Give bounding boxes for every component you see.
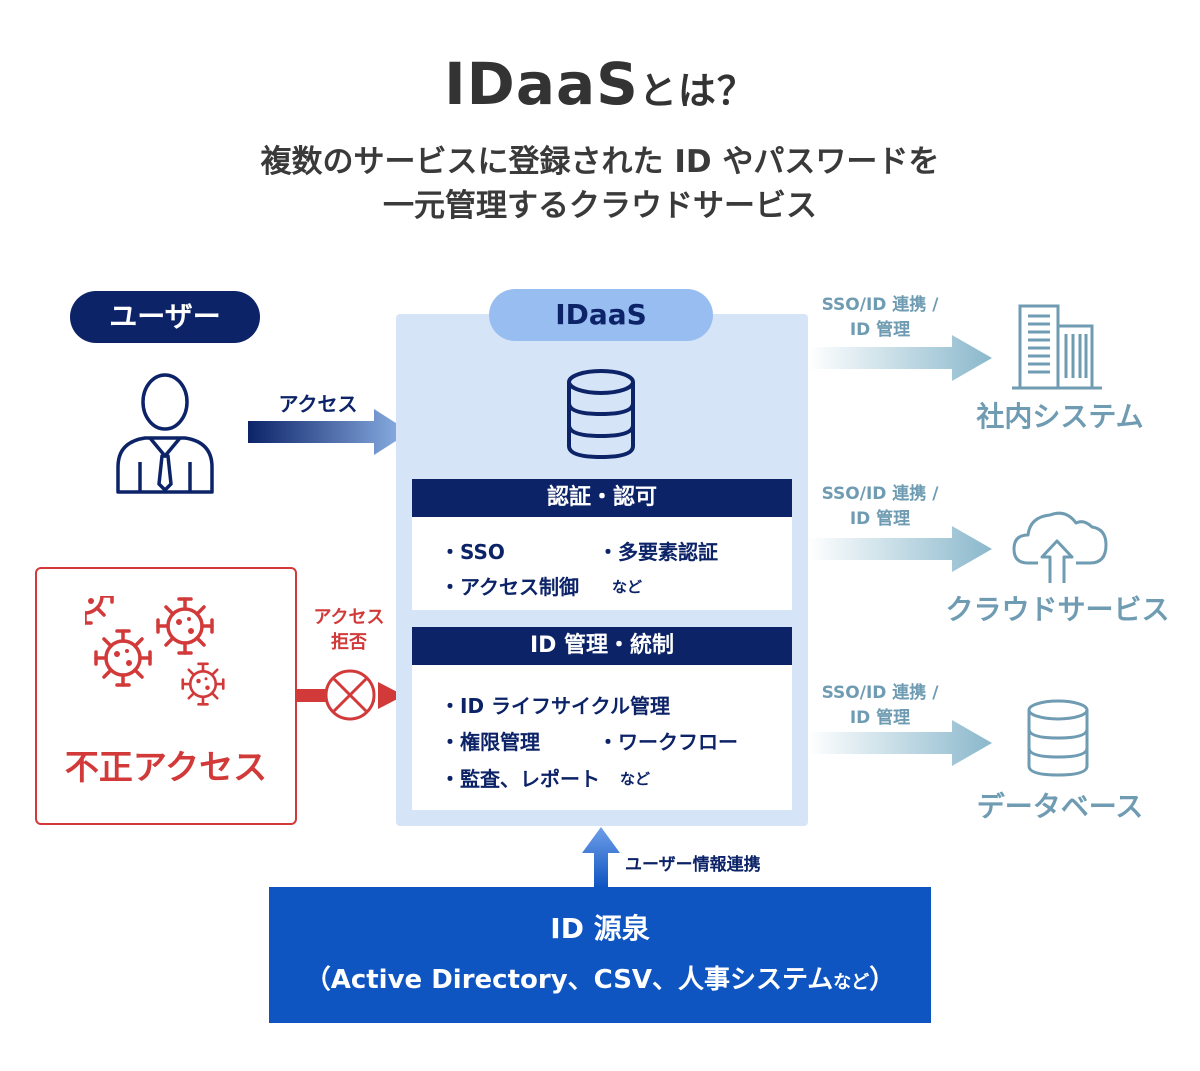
unauthorized-access-label: 不正アクセス: [64, 748, 268, 788]
virus-icon: [85, 596, 225, 706]
user-pill: ユーザー: [70, 291, 260, 343]
id-source-detail-suffix: ）: [869, 965, 896, 995]
user-icon: [116, 373, 214, 494]
arrow-to-cloud-service: [808, 526, 992, 572]
access-arrow: [248, 409, 410, 455]
auth-box-header: 認証・認可: [412, 479, 792, 517]
flow-label-cloud-line-2: ID 管理: [849, 509, 911, 529]
auth-item-etc: など: [612, 578, 643, 596]
auth-box-body: [412, 517, 792, 610]
building-icon: [1012, 304, 1102, 390]
flow-label-internal-line-1: SSO/ID 連携 /: [821, 295, 939, 315]
arrow-to-internal-system: [808, 335, 992, 381]
title-main: IDaaS: [444, 50, 639, 118]
access-denied-label-line-1: アクセス: [313, 607, 385, 628]
flow-label-database-line-1: SSO/ID 連携 /: [821, 683, 939, 703]
target-label-cloud-service: クラウドサービス: [945, 593, 1170, 626]
id-source-detail-etc: など: [833, 972, 870, 993]
title-suffix: とは？: [638, 69, 756, 113]
flow-label-internal: SSO/ID 連携 / ID 管理: [808, 293, 952, 343]
access-denied-label-line-2: 拒否: [331, 632, 367, 653]
auth-item-sso: ・SSO: [440, 540, 505, 564]
id-item-workflow: ・ワークフロー: [598, 730, 738, 754]
idaas-database-icon: [567, 369, 635, 460]
id-item-lifecycle: ・ID ライフサイクル管理: [440, 694, 671, 718]
arrow-to-database: [808, 720, 992, 766]
flow-label-internal-line-2: ID 管理: [849, 320, 911, 340]
block-icon: [324, 669, 376, 721]
subtitle-line-1: 複数のサービスに登録された ID やパスワードを: [260, 144, 940, 180]
denied-arrow-head: [378, 682, 404, 709]
access-denied-label: アクセス 拒否: [304, 605, 394, 655]
auth-item-mfa: ・多要素認証: [598, 540, 718, 564]
target-label-database: データベース: [976, 790, 1144, 823]
subtitle-line-2: 一元管理するクラウドサービス: [383, 188, 817, 224]
flow-label-cloud: SSO/ID 連携 / ID 管理: [808, 482, 952, 532]
flow-label-cloud-line-1: SSO/ID 連携 /: [821, 484, 939, 504]
target-database-icon: [1027, 699, 1089, 777]
id-item-etc: など: [620, 770, 651, 788]
id-source-detail-prefix: （Active Directory、CSV、人事システム: [304, 965, 834, 995]
flow-label-database-line-2: ID 管理: [849, 708, 911, 728]
id-box-header: ID 管理・統制: [412, 627, 792, 665]
id-source-box: ID 源泉 （Active Directory、CSV、人事システムなど）: [269, 887, 931, 1023]
page-title: IDaaSとは？: [0, 50, 1200, 118]
idaas-pill: IDaaS: [489, 289, 713, 341]
user-sync-label: ユーザー情報連携: [625, 855, 761, 875]
cloud-upload-icon: [1012, 511, 1108, 583]
id-item-audit: ・監査、レポート: [440, 767, 600, 791]
id-box-body: [412, 665, 792, 810]
id-item-permission: ・権限管理: [440, 730, 540, 754]
user-sync-arrow: [582, 827, 620, 887]
flow-label-database: SSO/ID 連携 / ID 管理: [808, 681, 952, 731]
target-label-internal-system: 社内システム: [976, 400, 1144, 433]
access-label: アクセス: [278, 392, 358, 416]
unauthorized-access-box: [35, 567, 297, 825]
id-source-detail: （Active Directory、CSV、人事システムなど）: [269, 959, 931, 996]
id-source-title: ID 源泉: [550, 912, 650, 945]
auth-item-access-control: ・アクセス制御: [440, 575, 579, 599]
